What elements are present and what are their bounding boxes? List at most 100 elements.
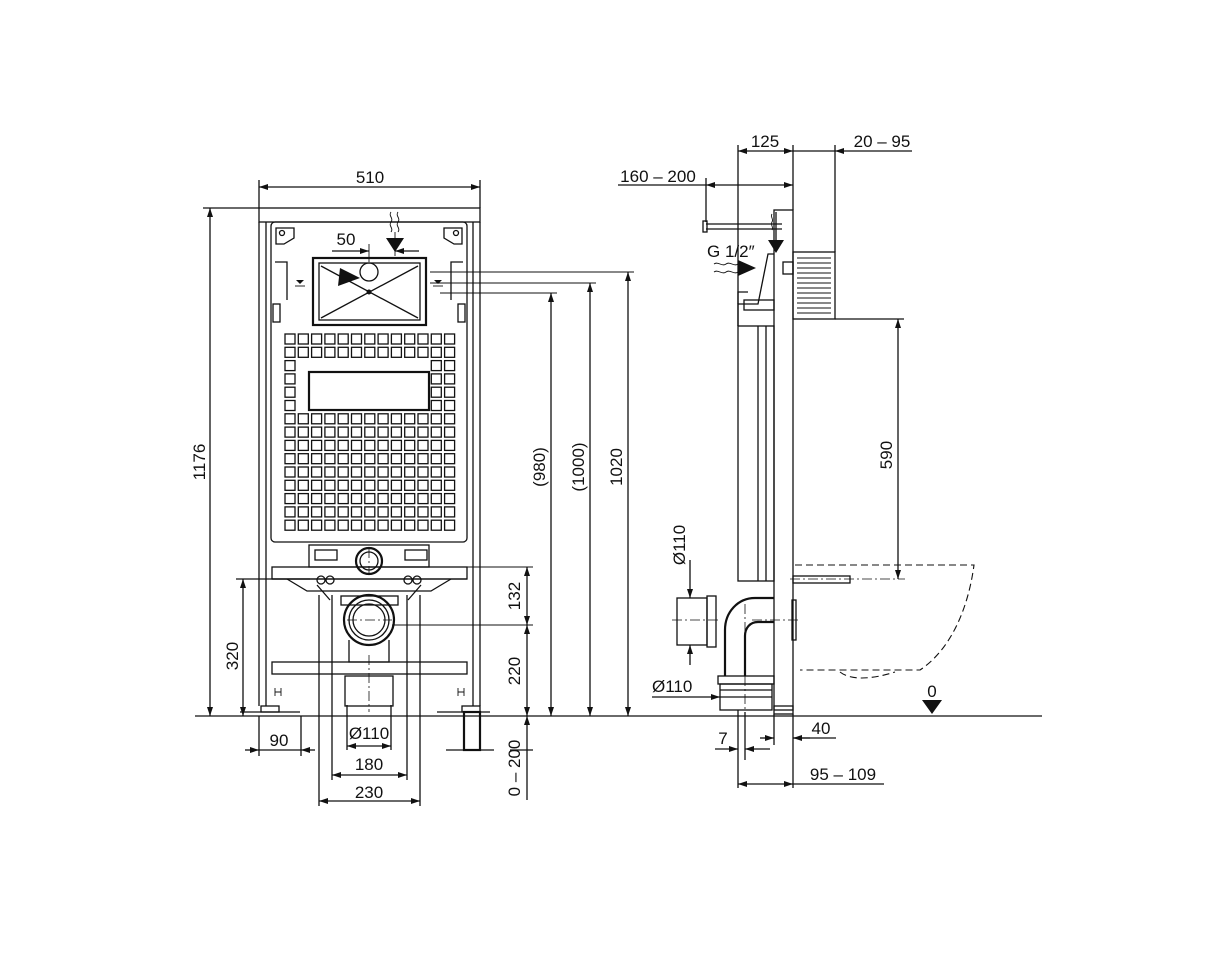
side-frame-upright	[773, 209, 794, 711]
grid-cell	[417, 506, 429, 518]
grid-cell	[390, 506, 403, 518]
dim-220: 220	[505, 657, 524, 685]
floor-level-marker	[922, 700, 942, 714]
grid-cell	[297, 519, 309, 531]
grid-cell	[390, 413, 403, 425]
grid-cell	[443, 413, 456, 425]
grid-cell	[430, 519, 442, 531]
grid-cell	[324, 506, 336, 518]
dim-bolt-spacing-180: 180	[355, 755, 383, 774]
grid-cell	[404, 492, 416, 505]
grid-cell	[337, 333, 349, 345]
grid-cell	[390, 346, 403, 358]
grid-cell	[443, 359, 456, 372]
grid-cell	[337, 426, 349, 438]
grid-cell	[297, 506, 309, 518]
grid-cell	[390, 426, 403, 438]
mounting-bolt-right	[403, 575, 422, 601]
grid-cell	[350, 426, 363, 438]
flush-plate-opening	[311, 256, 428, 327]
grid-cell	[443, 479, 456, 491]
grid-cell	[284, 399, 296, 412]
grid-cell	[310, 346, 323, 358]
grid-cell	[297, 439, 309, 452]
grid-cell	[337, 439, 349, 452]
grid-cell	[284, 479, 296, 491]
grid-cell	[430, 346, 442, 358]
grid-cell	[390, 479, 403, 491]
grid-cell	[377, 506, 389, 518]
grid-cell	[337, 519, 349, 531]
dim-bolt-height-320: 320	[223, 642, 242, 670]
grid-cell	[324, 479, 336, 491]
grid-cell	[443, 346, 456, 358]
grid-cell	[310, 426, 323, 438]
grid-cell	[310, 439, 323, 452]
grid-cell	[443, 399, 456, 412]
grid-cell	[350, 413, 363, 425]
dim-980: (980)	[530, 447, 549, 487]
grid-cell	[443, 453, 456, 465]
grid-cell	[377, 426, 389, 438]
mounting-bolt-left	[316, 575, 335, 601]
grid-cell	[377, 346, 389, 358]
grid-cell	[390, 333, 403, 345]
grid-cell	[337, 466, 349, 478]
grid-cell	[443, 373, 456, 385]
grid-cell	[337, 506, 349, 518]
dim-flush-offset-50: 50	[337, 230, 356, 249]
grid-cell	[430, 439, 442, 452]
grid-cell	[350, 479, 363, 491]
side-drain-bend	[717, 596, 800, 712]
grid-cell	[324, 413, 336, 425]
grid-cell	[364, 519, 376, 531]
grid-cell	[364, 466, 376, 478]
dim-depth-95-109: 95 – 109	[810, 765, 876, 784]
grid-cell	[310, 413, 323, 425]
grid-cell	[284, 426, 296, 438]
dim-foot-90: 90	[270, 731, 289, 750]
grid-cell	[297, 333, 309, 345]
adjustable-foot-right	[462, 710, 482, 752]
grid-cell	[443, 333, 456, 345]
grid-cell	[284, 413, 296, 425]
grid-cell	[417, 492, 429, 505]
grid-cell	[377, 413, 389, 425]
frame-tile-grid	[284, 333, 456, 531]
grid-cell	[430, 386, 442, 398]
grid-cell	[404, 453, 416, 465]
grid-cell	[364, 479, 376, 491]
grid-cell	[404, 466, 416, 478]
grid-cell	[430, 506, 442, 518]
flush-arrow	[338, 268, 360, 286]
grid-cell	[310, 466, 323, 478]
grid-cell	[324, 439, 336, 452]
side-connector-110	[672, 595, 720, 648]
grid-cell	[337, 492, 349, 505]
frame-top-rail	[258, 207, 481, 223]
dim-height-1176: 1176	[190, 444, 209, 481]
dim-height-590: 590	[877, 441, 896, 469]
grid-cell	[297, 413, 309, 425]
grid-cell	[324, 333, 336, 345]
grid-cell	[284, 492, 296, 505]
grid-cell	[337, 453, 349, 465]
dim-pipe-110-upper: Ø110	[670, 525, 689, 565]
dim-pipe-110-lower: Ø110	[652, 677, 692, 696]
grid-cell	[350, 333, 363, 345]
grid-cell	[297, 466, 309, 478]
grid-cell	[284, 386, 296, 398]
grid-cell	[443, 519, 456, 531]
grid-cell	[404, 426, 416, 438]
grid-cell	[443, 386, 456, 398]
grid-cell	[284, 466, 296, 478]
grid-cell	[390, 466, 403, 478]
grid-cell	[417, 439, 429, 452]
grid-cell	[404, 439, 416, 452]
grid-cell	[390, 519, 403, 531]
grid-cell	[284, 346, 296, 358]
grid-cell	[443, 492, 456, 505]
grid-cell	[297, 453, 309, 465]
grid-cell	[350, 439, 363, 452]
dim-132: 132	[505, 582, 524, 610]
